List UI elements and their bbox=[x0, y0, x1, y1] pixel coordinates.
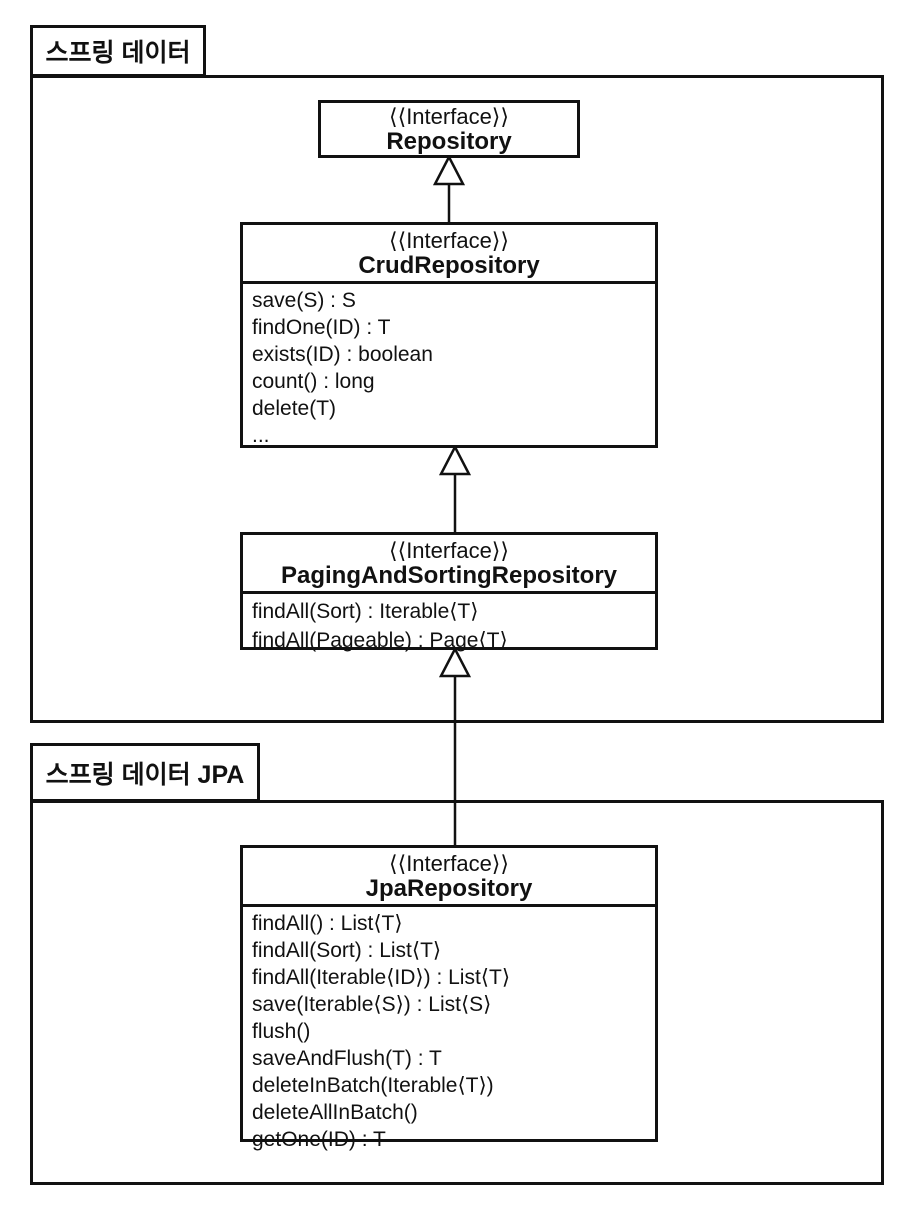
class-stereotype: ⟨⟨Interface⟩⟩ bbox=[389, 538, 509, 563]
class-box-jpa-repository: ⟨⟨Interface⟩⟩ JpaRepository findAll() : … bbox=[240, 845, 658, 1151]
method-item: exists(ID) : boolean bbox=[252, 343, 433, 366]
class-header: ⟨⟨Interface⟩⟩ CrudRepository bbox=[243, 225, 655, 284]
class-name: JpaRepository bbox=[365, 875, 533, 902]
method-item: ... bbox=[252, 424, 270, 447]
class-box-crud-repository: ⟨⟨Interface⟩⟩ CrudRepository save(S) : S… bbox=[240, 222, 658, 448]
class-methods: save(S) : S findOne(ID) : T exists(ID) : b… bbox=[243, 284, 655, 449]
method-item: count() : long bbox=[252, 370, 375, 393]
package-label: 스프링 데이터 JPA bbox=[45, 760, 245, 789]
inheritance-arrow-pas-to-crud bbox=[439, 445, 471, 533]
class-box-repository: ⟨⟨Interface⟩⟩ Repository bbox=[318, 100, 580, 158]
inheritance-arrow-crud-to-repository bbox=[433, 155, 465, 223]
class-header: ⟨⟨Interface⟩⟩ Repository bbox=[321, 101, 577, 157]
method-item: findAll(Iterable⟨ID⟩) : List⟨T⟩ bbox=[252, 966, 511, 989]
package-tab-spring-data: 스프링 데이터 bbox=[30, 25, 206, 77]
method-item: findOne(ID) : T bbox=[252, 316, 391, 339]
class-methods: findAll(Sort) : Iterable⟨T⟩ findAll(Pagea… bbox=[243, 594, 655, 655]
inheritance-arrow-jpa-to-pas bbox=[439, 647, 471, 846]
class-box-paging-and-sorting-repository: ⟨⟨Interface⟩⟩ PagingAndSortingRepository… bbox=[240, 532, 658, 652]
class-name: PagingAndSortingRepository bbox=[281, 562, 617, 589]
method-item: findAll(Pageable) : Page⟨T⟩ bbox=[252, 629, 508, 652]
method-item: findAll(Sort) : List⟨T⟩ bbox=[252, 939, 442, 962]
class-stereotype: ⟨⟨Interface⟩⟩ bbox=[389, 228, 509, 253]
class-name: Repository bbox=[386, 128, 512, 155]
method-item: save(Iterable⟨S⟩) : List⟨S⟩ bbox=[252, 993, 492, 1016]
method-item: deleteAllInBatch() bbox=[252, 1101, 418, 1124]
class-header: ⟨⟨Interface⟩⟩ JpaRepository bbox=[243, 848, 655, 907]
method-item: saveAndFlush(T) : T bbox=[252, 1047, 442, 1070]
class-methods: findAll() : List⟨T⟩ findAll(Sort) : List⟨… bbox=[243, 907, 655, 1153]
class-stereotype: ⟨⟨Interface⟩⟩ bbox=[389, 851, 509, 876]
method-item: findAll(Sort) : Iterable⟨T⟩ bbox=[252, 600, 479, 623]
package-label: 스프링 데이터 bbox=[45, 39, 191, 67]
method-item: findAll() : List⟨T⟩ bbox=[252, 912, 403, 935]
package-tab-spring-data-jpa: 스프링 데이터 JPA bbox=[30, 743, 260, 802]
class-header: ⟨⟨Interface⟩⟩ PagingAndSortingRepository bbox=[243, 535, 655, 594]
method-item: flush() bbox=[252, 1020, 311, 1043]
method-item: getOne(ID) : T bbox=[252, 1128, 386, 1151]
class-name: CrudRepository bbox=[358, 252, 540, 279]
method-item: delete(T) bbox=[252, 397, 337, 420]
class-stereotype: ⟨⟨Interface⟩⟩ bbox=[389, 104, 509, 129]
method-item: save(S) : S bbox=[252, 289, 356, 312]
method-item: deleteInBatch(Iterable⟨T⟩) bbox=[252, 1074, 494, 1097]
